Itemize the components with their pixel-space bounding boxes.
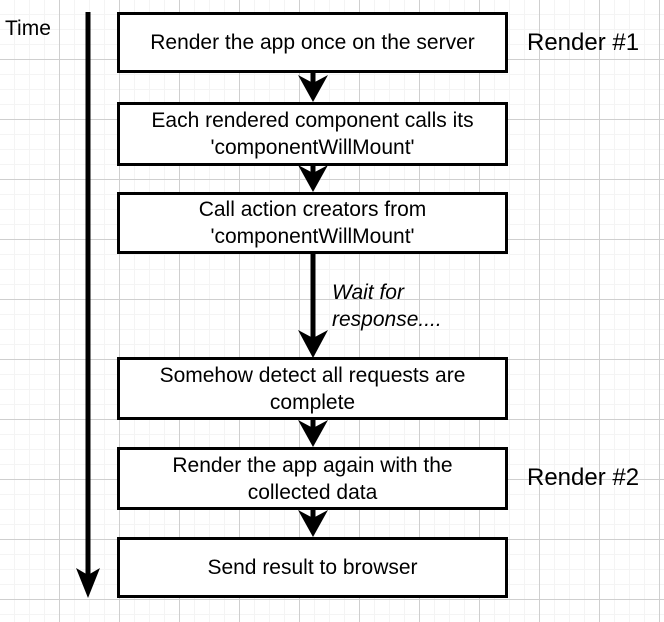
flow-node-render-again[interactable]: Render the app again with the collected …: [117, 447, 508, 510]
connector-arrow-5: [298, 510, 328, 537]
connector-arrow-1: [298, 73, 328, 102]
flow-node-call-action-creators[interactable]: Call action creators from 'componentWill…: [117, 192, 508, 254]
flow-node-render-once[interactable]: Render the app once on the server: [117, 12, 508, 73]
flow-node-detect-requests-complete[interactable]: Somehow detect all requests are complete: [117, 357, 508, 420]
time-axis-label: Time: [5, 17, 51, 40]
side-label-render-2: Render #2: [527, 464, 640, 491]
time-axis-arrow: [76, 12, 100, 598]
side-label-render-1: Render #1: [527, 29, 640, 56]
connector-arrow-2: [298, 165, 328, 192]
connector-arrow-3-long: [298, 254, 328, 358]
edge-note-wait-for-response: Wait for response....: [332, 281, 442, 331]
flow-node-send-result[interactable]: Send result to browser: [117, 537, 508, 598]
flow-node-component-will-mount[interactable]: Each rendered component calls its 'compo…: [117, 102, 508, 166]
connector-arrow-4: [298, 420, 328, 447]
